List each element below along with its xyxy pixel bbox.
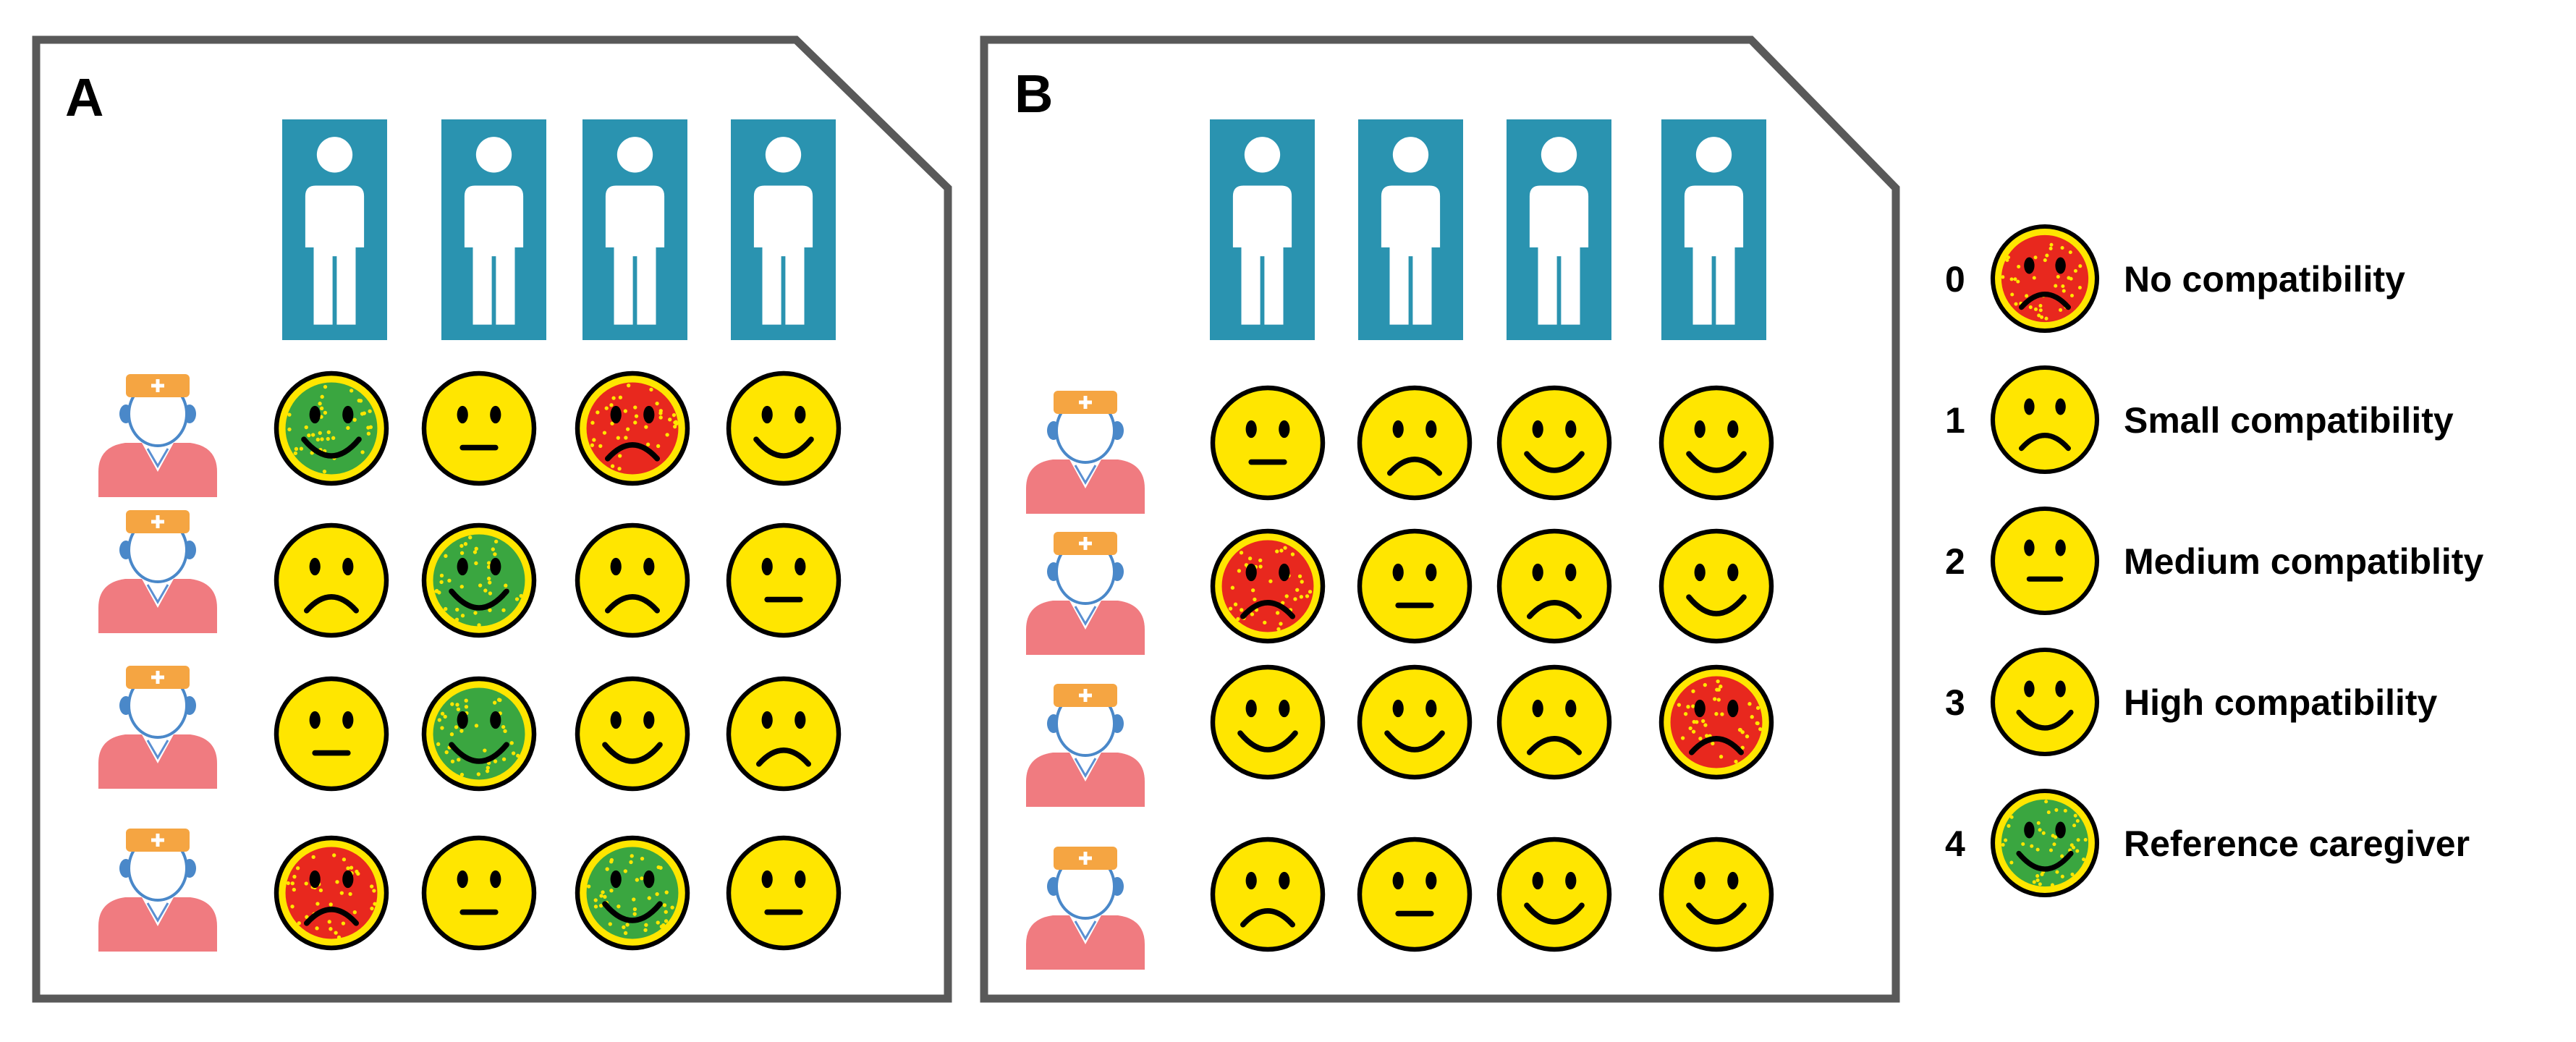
- panel-b: B: [1014, 64, 1774, 970]
- legend-label: Medium compatiblity: [2124, 541, 2483, 582]
- legend-item: 1 Small compatibility: [1945, 365, 2454, 475]
- smiley-icon: [726, 522, 842, 638]
- caregiver-icon: [1026, 847, 1145, 970]
- smiley-icon: [1210, 664, 1326, 780]
- smiley-icon: [1496, 385, 1612, 501]
- smiley-icon: [1496, 836, 1612, 952]
- smiley-icon: [1658, 385, 1774, 501]
- legend-level: 1: [1945, 400, 1965, 441]
- smiley-icon: [575, 522, 690, 638]
- smiley-icon: [421, 835, 537, 951]
- caregiver-icon: [98, 829, 217, 952]
- smiley-icon: [1210, 836, 1326, 952]
- smiley-icon: [726, 676, 842, 792]
- patient-icon: [1210, 119, 1315, 340]
- legend-item: 2 Medium compatiblity: [1945, 506, 2483, 616]
- smiley-icon: [1990, 365, 2100, 475]
- smiley-icon: [1357, 385, 1473, 501]
- legend: 0 No compatibility 1 Small compatibility 2 Me…: [1945, 224, 2483, 898]
- smiley-icon: [726, 835, 842, 951]
- panel-frame-0: [32, 35, 952, 1003]
- patient-icon: [282, 119, 387, 340]
- patient-icon: [731, 119, 836, 340]
- panel-frame-1: [980, 35, 1900, 1003]
- legend-item: 3 High compatibility: [1945, 647, 2438, 757]
- smiley-icon: [274, 522, 389, 638]
- caregiver-icon: [1026, 391, 1145, 514]
- smiley-icon: [726, 370, 842, 486]
- smiley-icon: [1990, 506, 2100, 616]
- smiley-icon: [575, 370, 690, 486]
- patient-icon: [441, 119, 546, 340]
- legend-label: Small compatibility: [2124, 400, 2454, 441]
- smiley-icon: [1658, 528, 1774, 644]
- smiley-icon: [1210, 385, 1326, 501]
- panel-label: A: [65, 67, 103, 127]
- smiley-icon: [421, 676, 537, 792]
- legend-label: No compatibility: [2124, 259, 2405, 300]
- smiley-icon: [1990, 647, 2100, 757]
- legend-label: Reference caregiver: [2124, 823, 2470, 864]
- smiley-icon: [575, 835, 690, 951]
- smiley-icon: [575, 676, 690, 792]
- smiley-icon: [274, 835, 389, 951]
- legend-level: 2: [1945, 541, 1965, 582]
- smiley-icon: [1496, 528, 1612, 644]
- smiley-icon: [1357, 836, 1473, 952]
- patient-icon: [1358, 119, 1463, 340]
- panel-a: A: [65, 67, 842, 952]
- smiley-icon: [1990, 224, 2100, 334]
- panel-frames: [32, 35, 1900, 1003]
- legend-level: 3: [1945, 682, 1965, 723]
- smiley-icon: [1210, 528, 1326, 644]
- panel-label: B: [1014, 64, 1053, 124]
- smiley-icon: [274, 370, 389, 486]
- legend-level: 4: [1945, 823, 1965, 864]
- caregiver-icon: [98, 666, 217, 789]
- legend-item: 4 Reference caregiver: [1945, 788, 2470, 898]
- caregiver-icon: [98, 374, 217, 497]
- smiley-icon: [1990, 788, 2100, 898]
- smiley-icon: [1357, 664, 1473, 780]
- smiley-icon: [1658, 664, 1774, 780]
- smiley-icon: [421, 370, 537, 486]
- smiley-icon: [1357, 528, 1473, 644]
- smiley-icon: [1496, 664, 1612, 780]
- legend-item: 0 No compatibility: [1945, 224, 2405, 334]
- caregiver-icon: [1026, 684, 1145, 807]
- legend-label: High compatibility: [2124, 682, 2438, 723]
- smiley-icon: [1658, 836, 1774, 952]
- smiley-icon: [274, 676, 389, 792]
- caregiver-icon: [98, 510, 217, 633]
- patient-icon: [1507, 119, 1611, 340]
- caregiver-icon: [1026, 532, 1145, 655]
- patient-icon: [582, 119, 687, 340]
- patient-icon: [1661, 119, 1766, 340]
- legend-level: 0: [1945, 259, 1965, 300]
- smiley-icon: [421, 522, 537, 638]
